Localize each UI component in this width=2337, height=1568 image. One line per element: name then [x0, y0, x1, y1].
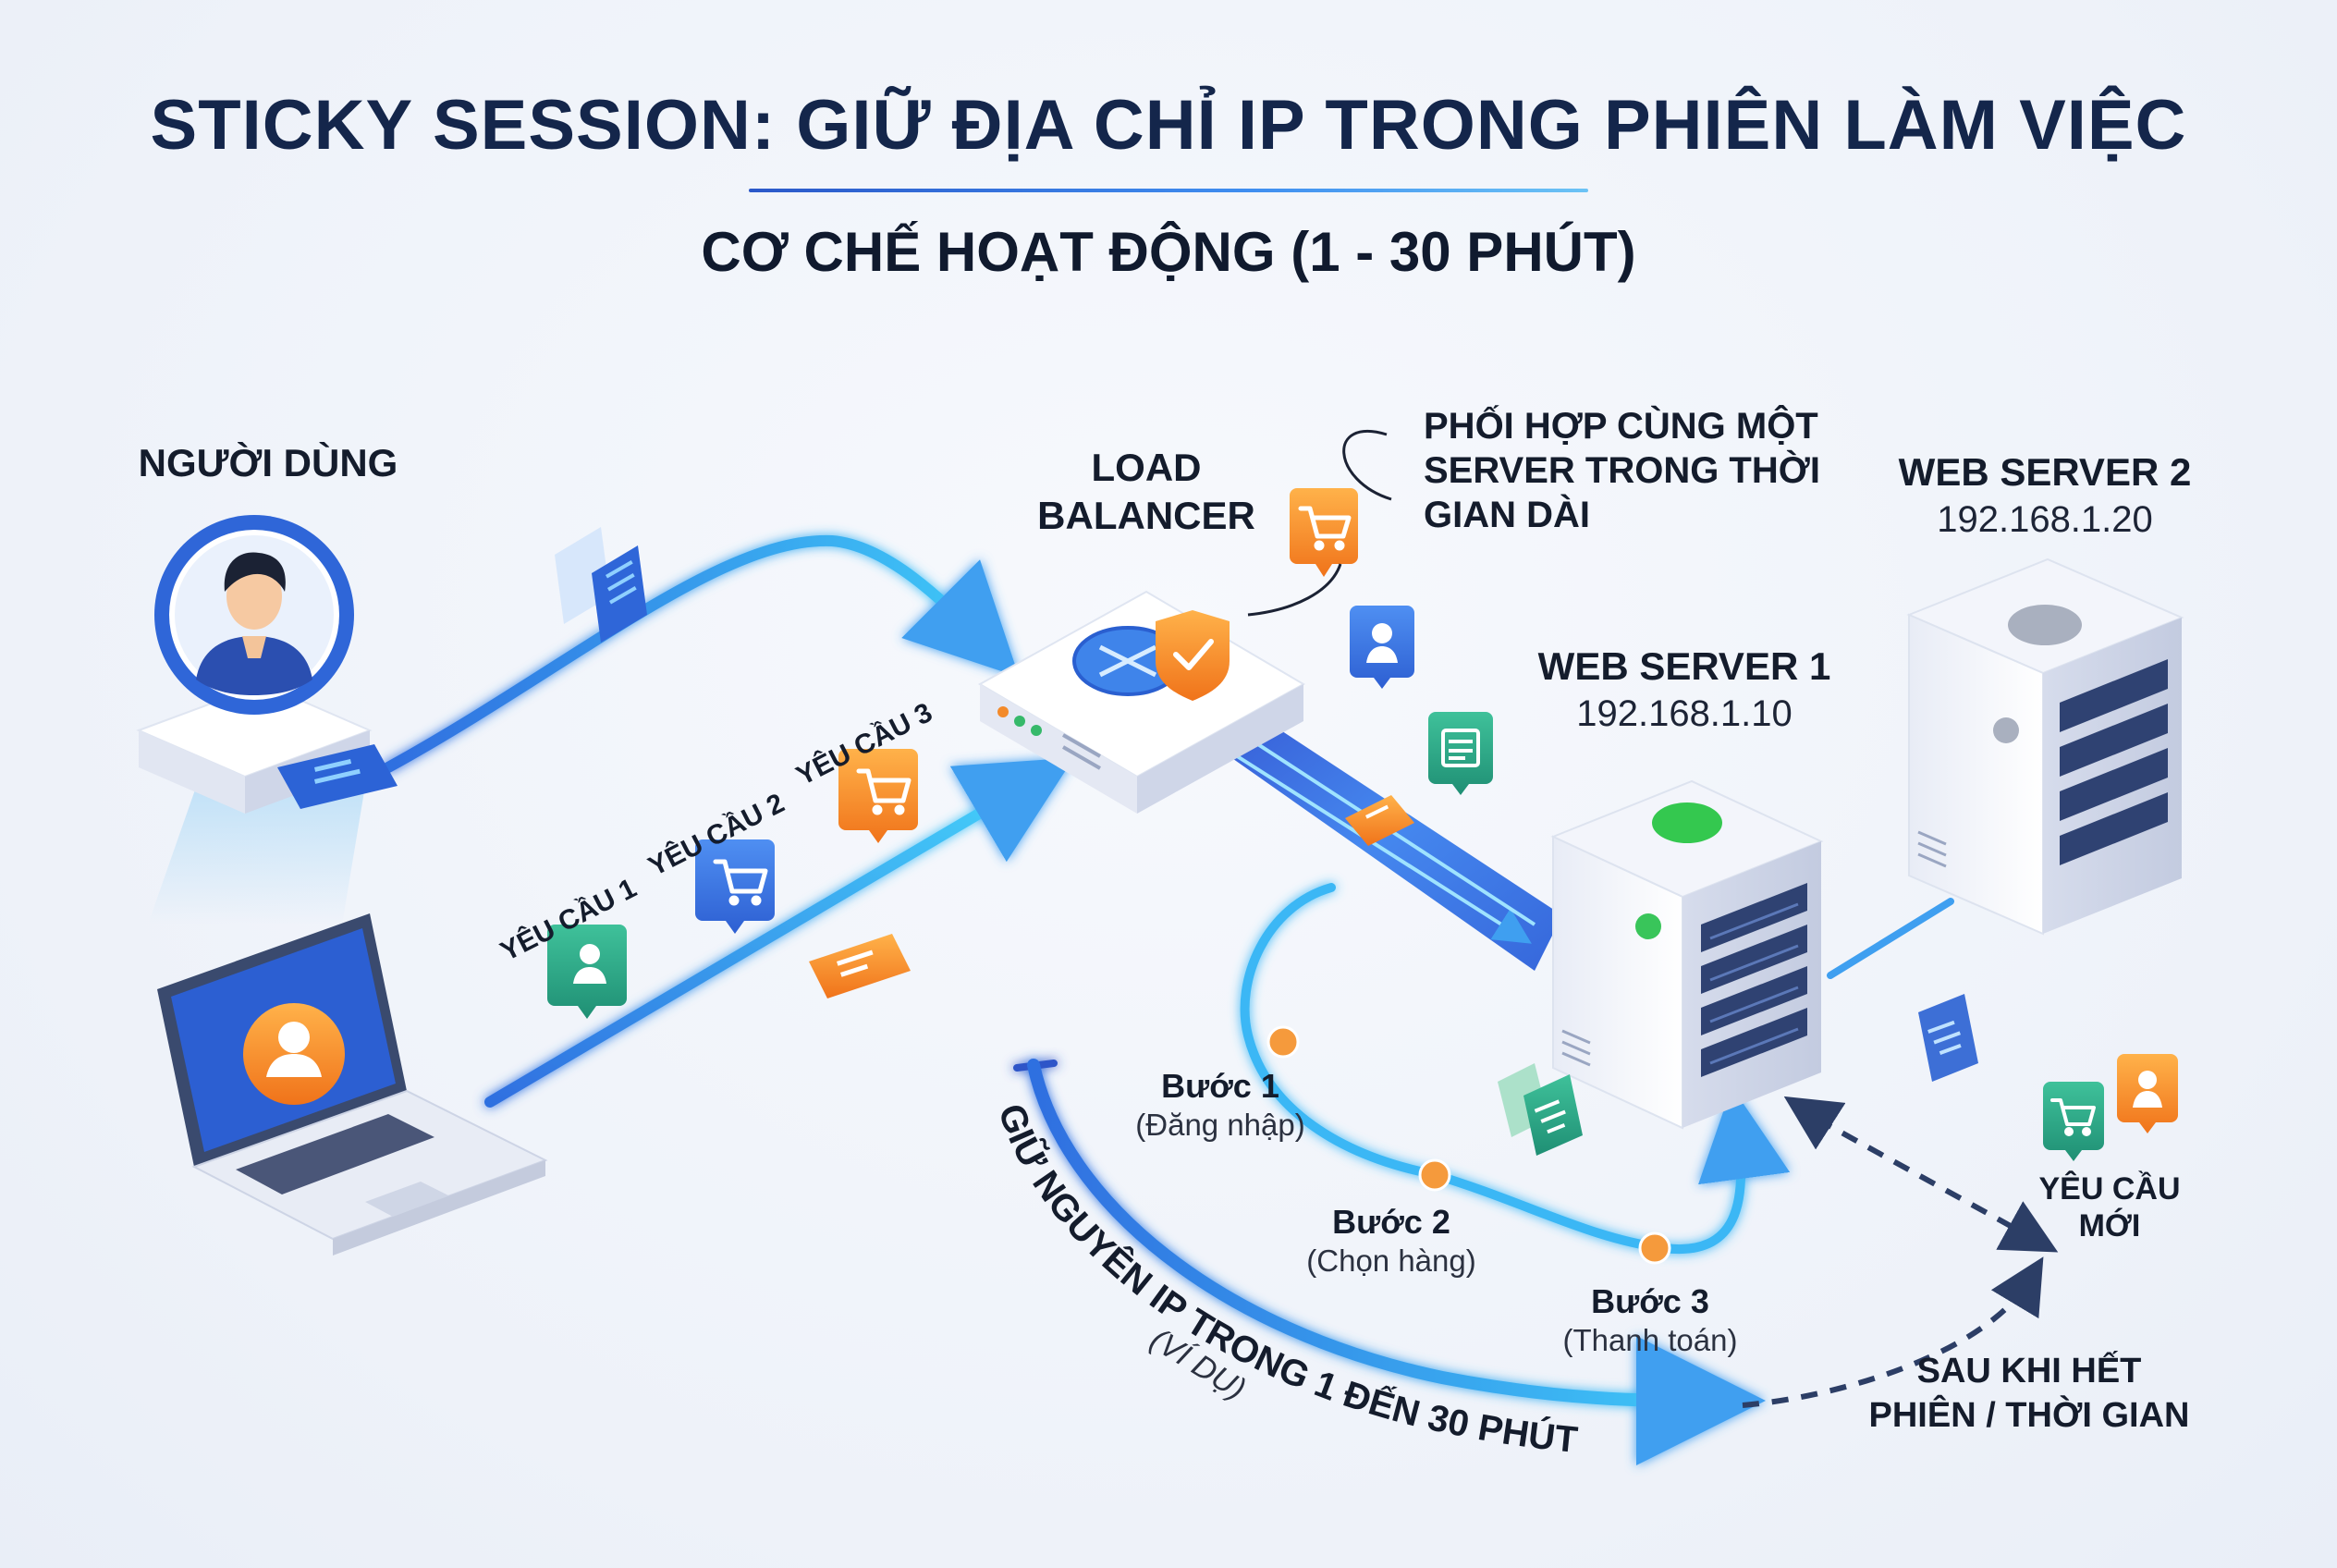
document-badge-icon [1428, 712, 1493, 795]
callout-line-bottom [1247, 563, 1342, 617]
step-markers [1266, 1025, 1671, 1265]
title-divider [749, 189, 1588, 192]
user-node [136, 515, 398, 925]
step-2-dot [1418, 1158, 1451, 1192]
retention-label: GIỮ NGUYÊN IP TRONG 1 ĐẾN 30 PHÚT [990, 1099, 1579, 1461]
step-1-sub: (Đăng nhập) [1135, 1108, 1304, 1142]
new-request-label-line2: MỚI [2079, 1208, 2141, 1243]
callout-line-top [1342, 429, 1392, 501]
new-request-user-badge [2117, 1054, 2178, 1133]
page-title: STICKY SESSION: GIỮ ĐỊA CHỈ IP TRONG PHI… [150, 86, 2187, 165]
server-link [1827, 898, 1954, 979]
request-1-badge [547, 925, 627, 1019]
server-1-label: WEB SERVER 1 [1538, 644, 1831, 688]
web-server-2 [1906, 557, 2184, 936]
user-badge-icon [1350, 606, 1414, 689]
shield-check-icon [1156, 610, 1230, 701]
web-server-1 [1550, 779, 1824, 1130]
tube-packet-icon [1345, 795, 1414, 846]
step-3-sub: (Thanh toán) [1563, 1323, 1738, 1357]
cart-icon [713, 859, 768, 906]
server-2-document-icon [1918, 994, 1978, 1082]
request-3-badge [838, 749, 918, 843]
page-subtitle: CƠ CHẾ HOẠT ĐỘNG (1 - 30 PHÚT) [701, 221, 1636, 283]
callout-line1: PHỐI HỢP CÙNG MỘT [1424, 404, 1818, 447]
laptop-user-icon [243, 1003, 345, 1105]
server-1-ip: 192.168.1.10 [1576, 693, 1793, 734]
user-label: NGƯỜI DÙNG [139, 440, 398, 484]
server-1-drive-bays [1701, 883, 1807, 1077]
request-2-badge [695, 839, 775, 934]
dashed-expiry-arrow [1742, 1256, 2044, 1408]
expiry-label-line2: PHIÊN / THỜI GIAN [1869, 1394, 2190, 1435]
callout-cart-badge [1290, 488, 1358, 577]
cart-icon [2050, 1098, 2096, 1136]
step-2-title: Bước 2 [1332, 1203, 1450, 1241]
cart-icon [856, 768, 912, 815]
callout-line3: GIAN DÀI [1424, 494, 1590, 535]
step-1-title: Bước 1 [1161, 1067, 1279, 1105]
upper-flow-arrow [383, 534, 1020, 773]
dashed-bidirectional-arrow [1783, 1096, 2059, 1253]
retention-arrow [1013, 1059, 1766, 1465]
user-avatar-icon [154, 515, 354, 715]
new-request-cart-badge [2043, 1082, 2104, 1161]
step-1-dot [1266, 1025, 1300, 1059]
load-balancer-node [977, 590, 1306, 814]
step-2-sub: (Chọn hàng) [1306, 1243, 1475, 1278]
retention-label-path: GIỮ NGUYÊN IP TRONG 1 ĐẾN 30 PHÚT [990, 1099, 1579, 1461]
step-3-title: Bước 3 [1591, 1282, 1709, 1320]
server-2-label: WEB SERVER 2 [1899, 450, 2192, 494]
cart-icon [1298, 506, 1352, 551]
lower-flow-arrow [484, 757, 1074, 1108]
server-2-drive-bays [2060, 659, 2168, 865]
server-1-document-icon [1498, 1063, 1583, 1156]
new-request-label-line1: YÊU CẦU [2038, 1171, 2180, 1207]
document-icon [555, 527, 647, 643]
step-3-dot [1638, 1231, 1671, 1265]
card-icon [277, 744, 398, 809]
server-2-ip: 192.168.1.20 [1937, 499, 2153, 540]
packet-icon [809, 934, 911, 998]
expiry-label-line1: SAU KHI HẾT [1917, 1350, 2142, 1390]
load-balancer-label-line2: BALANCER [1037, 494, 1255, 537]
callout-line2: SERVER TRONG THỜI [1424, 448, 1820, 491]
load-balancer-label-line1: LOAD [1092, 446, 1202, 489]
laptop-icon [157, 913, 548, 1256]
